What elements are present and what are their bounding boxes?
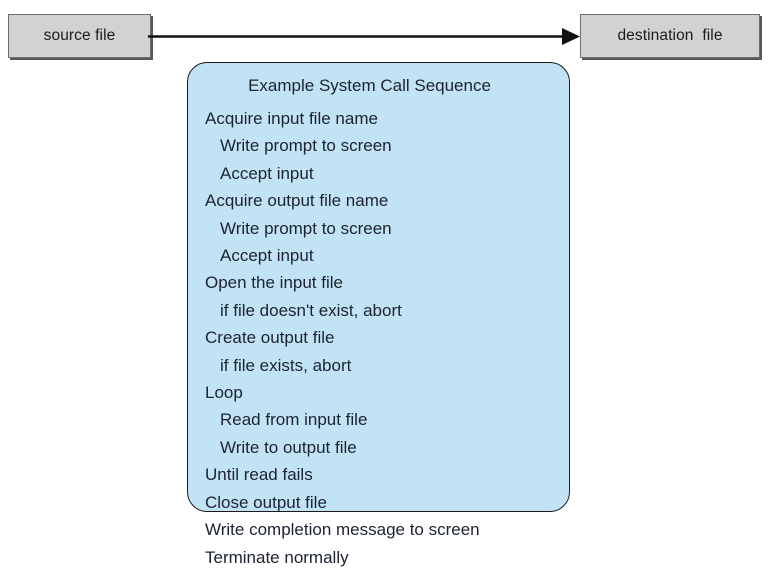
arrow-icon — [148, 28, 580, 45]
step-item: Acquire input file name — [205, 109, 378, 128]
step-item: Write prompt to screen — [220, 218, 392, 238]
step-item: Write to output file — [220, 437, 357, 457]
step-item: Read from input file — [220, 410, 368, 430]
system-call-sequence-diagram: source file destination file Example Sys… — [8, 14, 760, 567]
step-item: Acquire output file name — [205, 191, 389, 211]
step-item: Accept input — [220, 163, 314, 183]
step-item: if file exists, abort — [220, 355, 352, 375]
step-item: Write prompt to screen — [220, 136, 392, 156]
destination-file-label: destination file — [617, 27, 723, 44]
step-item: if file doesn't exist, abort — [220, 300, 402, 320]
flow-arrow — [148, 24, 584, 50]
sequence-panel: Example System Call Sequence Acquire inp… — [187, 62, 570, 567]
step-item: Write completion message to screen — [205, 520, 480, 540]
step-item: Terminate normally — [205, 547, 349, 567]
source-file-label: source file — [43, 27, 116, 44]
step-item: Create output file — [205, 328, 335, 348]
panel-title: Example System Call Sequence — [248, 76, 491, 95]
step-item: Until read fails — [205, 465, 313, 485]
step-item: Close output file — [205, 492, 327, 512]
step-item: Loop — [205, 383, 243, 403]
step-item: Open the input file — [205, 273, 343, 293]
step-item: Accept input — [220, 246, 314, 266]
source-file-node: source file — [8, 14, 151, 58]
destination-file-node: destination file — [580, 14, 760, 58]
